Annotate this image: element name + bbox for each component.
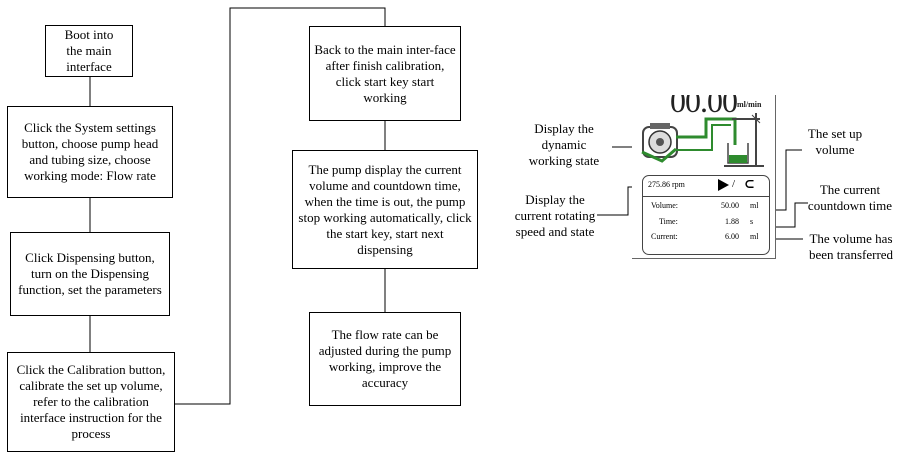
tubing-line xyxy=(676,117,737,145)
annotation-transferred: The volume has been transferred xyxy=(808,231,894,262)
annotation-rotating-speed: Display the current rotating speed and s… xyxy=(514,192,596,239)
device-screen: 00.00 ml/min 275.86 rpm / ⊂ xyxy=(632,95,776,259)
step-back-main: Back to the main inter-face after finish… xyxy=(309,26,461,121)
pump-working-illustration xyxy=(641,113,764,167)
state-separator: / xyxy=(732,178,736,190)
step-flow-rate-text: The flow rate can be adjusted during the… xyxy=(318,327,452,390)
flow-rate-unit: ml/min xyxy=(737,100,762,109)
time-row: Time: 1.88 s xyxy=(643,217,769,231)
volume-label: Volume: xyxy=(651,201,678,210)
annotation-countdown: The current countdown time xyxy=(807,182,893,213)
volume-unit: ml xyxy=(750,201,759,210)
cycle-icon: ⊂ xyxy=(744,176,755,191)
step-pump-display-text: The pump display the current volume and … xyxy=(298,161,472,257)
step-flow-rate: The flow rate can be adjusted during the… xyxy=(309,312,461,406)
volume-value: 50.00 xyxy=(721,201,739,210)
status-bar: 275.86 rpm / ⊂ xyxy=(643,176,769,197)
step-calibration: Click the Calibration button, calibrate … xyxy=(7,352,175,452)
step-calibration-text: Click the Calibration button, calibrate … xyxy=(16,362,166,441)
flow-rate-display: 00.00 xyxy=(670,95,738,119)
step-system-settings-text: Click the System settings button, choose… xyxy=(21,120,159,183)
dispensing-info-panel: 275.86 rpm / ⊂ Volume: 50.00 ml Time: 1.… xyxy=(642,175,770,255)
step-system-settings: Click the System settings button, choose… xyxy=(7,106,173,198)
link-calibration-back xyxy=(175,7,386,405)
pointer-countdown xyxy=(768,202,808,228)
beaker-icon xyxy=(724,113,764,167)
step-back-main-text: Back to the main inter-face after finish… xyxy=(314,41,456,105)
step-dispensing: Click Dispensing button, turn on the Dis… xyxy=(10,232,170,316)
rpm-readout: 275.86 rpm xyxy=(648,180,685,189)
step-pump-display: The pump display the current volume and … xyxy=(292,150,478,269)
current-unit: ml xyxy=(750,232,759,241)
pump-head-icon xyxy=(641,123,678,163)
play-icon xyxy=(718,179,729,191)
step-boot: Boot into the main interface xyxy=(45,25,133,77)
current-value: 6.00 xyxy=(725,232,739,241)
annotation-dynamic-state: Display the dynamic working state xyxy=(528,121,600,168)
volume-row: Volume: 50.00 ml xyxy=(643,201,769,215)
annotation-set-volume: The set up volume xyxy=(807,126,863,157)
time-unit: s xyxy=(750,217,754,226)
step-boot-text: Boot into the main interface xyxy=(64,27,114,74)
pointer-set-volume xyxy=(770,149,802,211)
current-label: Current: xyxy=(651,232,678,241)
step-dispensing-text: Click Dispensing button, turn on the Dis… xyxy=(18,250,162,297)
time-value: 1.88 xyxy=(725,217,739,226)
time-label: Time: xyxy=(659,217,678,226)
current-row: Current: 6.00 ml xyxy=(643,232,769,246)
